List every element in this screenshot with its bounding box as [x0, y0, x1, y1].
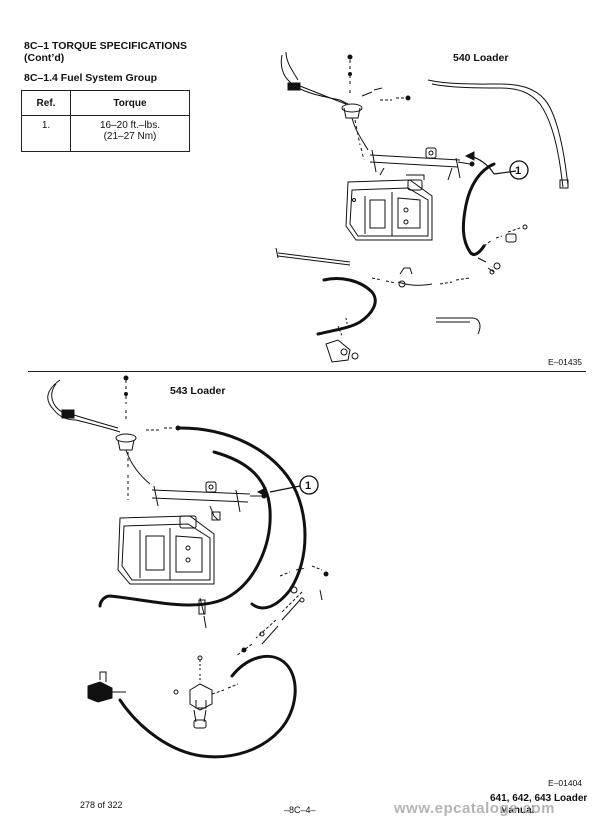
return-hose — [461, 162, 496, 256]
figure-divider — [28, 371, 586, 372]
column-header-torque: Torque — [70, 90, 190, 116]
section-title: 8C–1 TORQUE SPECIFICATIONS — [24, 40, 187, 52]
callout-leader — [493, 170, 517, 175]
callout-marker — [299, 475, 319, 495]
callout-marker — [509, 160, 529, 180]
torque-value-ftlbs: 16–20 ft.–lbs. — [99, 120, 161, 131]
supply-line — [316, 277, 377, 336]
callout-label: 1 — [515, 165, 521, 177]
group-heading: 8C–1.4 Fuel System Group — [24, 72, 158, 84]
return-hose — [178, 426, 307, 610]
figure-label-543: 543 Loader — [170, 385, 226, 397]
figure-label-540: 540 Loader — [453, 52, 509, 64]
wiring-harness — [47, 379, 77, 421]
cell-torque: 16–20 ft.–lbs. (21–27 Nm) — [70, 115, 190, 152]
fuel-sender — [115, 433, 137, 443]
mounting-bracket — [369, 154, 461, 168]
callout-label: 1 — [305, 480, 311, 492]
torque-table: Ref. Torque 1. 16–20 ft.–lbs. (21–27 Nm) — [21, 90, 190, 152]
diagram-543-loader: 1 — [47, 375, 329, 759]
vent-line — [427, 79, 569, 186]
diagram-540-loader: 1 — [275, 51, 569, 363]
manual-model: 641, 642, 643 Loader — [490, 793, 588, 804]
torque-value-nm: (21–27 Nm) — [103, 131, 157, 142]
section-page-number: –8C–4– — [284, 805, 316, 815]
table-header-row: Ref. Torque — [21, 90, 190, 116]
fuel-tank — [345, 174, 433, 241]
supply-line — [118, 654, 297, 759]
connector-plug — [61, 409, 75, 419]
mounting-bracket — [151, 489, 251, 503]
hose-clamp-pipe — [436, 317, 481, 335]
vent-hose — [98, 450, 272, 608]
figure-code-540: E–01435 — [548, 357, 583, 367]
section-subtitle: (Cont’d) — [24, 52, 65, 64]
primer-bulb — [87, 671, 126, 703]
figure-code-543: E–01404 — [548, 778, 583, 788]
table-row: 1. 16–20 ft.–lbs. (21–27 Nm) — [21, 115, 190, 152]
manual-type: Manual — [500, 805, 535, 816]
wiring-harness — [280, 54, 341, 101]
watermark: www.epcatalogs.com — [394, 800, 555, 817]
connector-plug — [287, 82, 301, 91]
page-count: 278 of 322 — [80, 800, 123, 810]
fuel-pickup-rod — [277, 252, 351, 266]
fuel-sender — [341, 103, 363, 113]
fuel-filter — [173, 655, 239, 729]
fuel-tank — [117, 505, 221, 585]
shutoff-valve — [325, 339, 351, 363]
